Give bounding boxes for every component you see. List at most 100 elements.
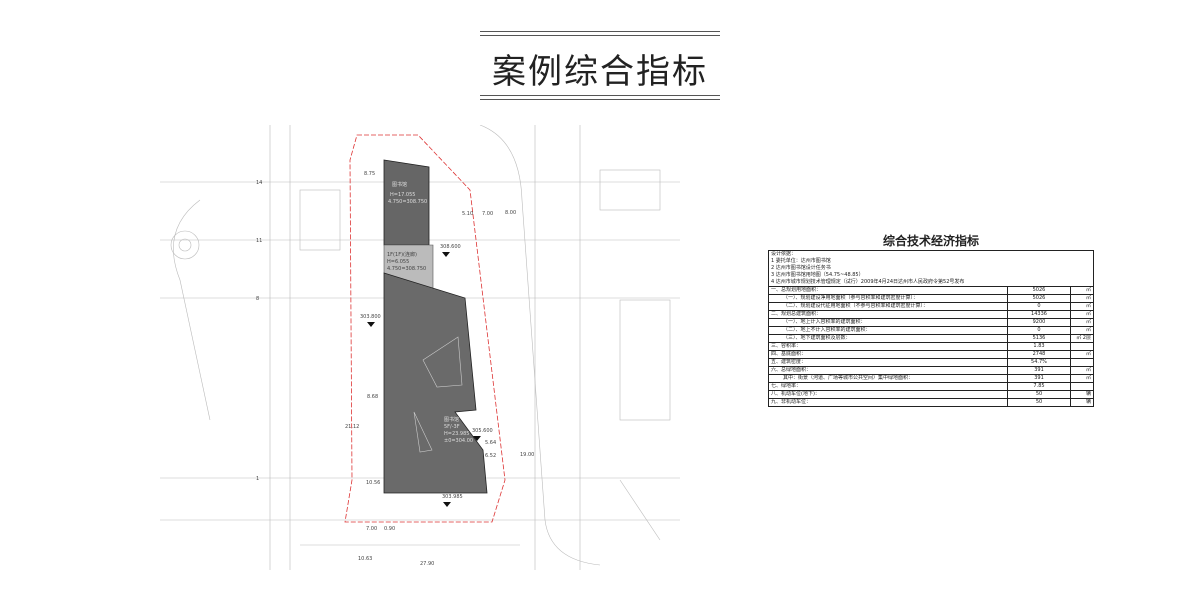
plan-label: 4.750=308.750 — [388, 199, 427, 205]
row-unit: ㎡ — [1070, 294, 1094, 303]
row-unit: ㎡ — [1070, 350, 1094, 359]
basis-text: 1 委托单位：达州市图书馆 — [771, 258, 831, 264]
plan-label: 图书馆 — [392, 181, 407, 188]
grid-lines — [160, 125, 680, 570]
plan-label: 5F/-3F — [444, 424, 460, 430]
row-unit: ㎡ 2层 — [1070, 334, 1094, 343]
row-unit: ㎡ — [1070, 286, 1094, 295]
building-block-c — [383, 272, 488, 494]
row-unit — [1070, 342, 1094, 351]
row-label: 九、非机动车位： — [768, 398, 1008, 407]
plan-label: 图书馆 — [444, 416, 459, 423]
row-value: 2748 — [1007, 350, 1071, 359]
basis-text: 3 达州市图书馆用地图（54.75~48.85） — [771, 272, 864, 278]
dimension-label: 8.00 — [505, 210, 516, 216]
site-plan: 图书馆 H=17.055 4.750=308.750 1F(1F)(连廊) H=… — [160, 125, 680, 570]
row-unit: ㎡ — [1070, 366, 1094, 375]
row-value: 1.83 — [1007, 342, 1071, 351]
row-value: 5026 — [1007, 294, 1071, 303]
row-label: 四、基底面积： — [768, 350, 1008, 359]
site-boundary — [344, 134, 506, 523]
triangle-court — [413, 411, 433, 453]
elevation-label: 308.600 — [440, 244, 461, 250]
title-rule-bottom — [480, 95, 720, 96]
dimension-label: 5.10 — [462, 211, 473, 217]
title-rule-top — [480, 31, 720, 32]
title-rule-bottom-2 — [480, 99, 720, 100]
row-value: 391 — [1007, 374, 1071, 383]
row-unit: ㎡ — [1070, 374, 1094, 383]
elevation-label: 305.600 — [472, 428, 493, 434]
atrium-hatch — [422, 336, 463, 388]
row-unit: 辆 — [1070, 398, 1094, 407]
plan-label: 4.750=308.750 — [387, 266, 426, 272]
row-value: 9200 — [1007, 318, 1071, 327]
row-value: 54.7% — [1007, 358, 1071, 367]
row-value: 5026 — [1007, 286, 1071, 295]
title-rule-top-2 — [480, 35, 720, 36]
dimension-label: 21.12 — [345, 424, 359, 430]
plan-label: H=6.055 — [387, 259, 409, 265]
dimension-label: 6.52 — [485, 453, 496, 459]
row-label: （一）、地上计入容积率的建筑面积： — [768, 318, 1008, 327]
dimension-label: 8.75 — [364, 171, 375, 177]
basis-row: 4 达州市城市规划技术管理规定（试行）2009年4月24日达州市人民政府令第52… — [769, 279, 1094, 287]
row-label: （三）、地下建筑面积及层数： — [768, 334, 1008, 343]
dimension-label: 0.90 — [384, 526, 395, 532]
row-unit: ㎡ — [1070, 318, 1094, 327]
axis-label: 1 — [256, 476, 259, 482]
basis-text: 4 达州市城市规划技术管理规定（试行）2009年4月24日达州市人民政府令第52… — [771, 279, 965, 285]
row-label: 五、建筑密度： — [768, 358, 1008, 367]
row-value: 5136 — [1007, 334, 1071, 343]
row-unit: ㎡ — [1070, 302, 1094, 311]
dimension-label: 10.56 — [366, 480, 380, 486]
plan-label: H=23.985 — [444, 431, 469, 437]
row-value: 50 — [1007, 398, 1071, 407]
plan-label: 1F(1F)(连廊) — [387, 251, 417, 258]
row-label: 其中：街景（河道、广场等城市公共空间）集中绿地面积： — [768, 374, 1008, 383]
table-row: 五、建筑密度：54.7% — [768, 358, 1094, 367]
row-label: 三、容积率： — [768, 342, 1008, 351]
basis-row: 2 达州市图书馆设计任务书 — [769, 265, 1094, 272]
row-unit — [1070, 358, 1094, 367]
row-value: 14336 — [1007, 310, 1071, 319]
dimension-label: 7.00 — [482, 211, 493, 217]
page-title: 案例综合指标 — [492, 52, 708, 92]
elevation-label: 303.800 — [360, 314, 381, 320]
axis-label: 8 — [256, 296, 259, 302]
dimension-label: 10.63 — [358, 556, 372, 562]
row-label: 八、机动车位(地下)： — [768, 390, 1008, 399]
row-label: （二）、地上不计入容积率的建筑面积： — [768, 326, 1008, 335]
row-label: （二）、规划建设代征用地面积（不参与容积率和建筑密度计算）： — [768, 302, 1008, 311]
dimension-label: 19.00 — [520, 452, 534, 458]
dimension-label: 8.68 — [367, 394, 378, 400]
row-value: 50 — [1007, 390, 1071, 399]
elevation-markers — [367, 252, 481, 507]
row-unit: ㎡ — [1070, 310, 1094, 319]
plan-label: H=17.055 — [390, 192, 415, 198]
dimension-label: 7.00 — [366, 526, 377, 532]
row-value: 0 — [1007, 302, 1071, 311]
axis-label: 11 — [256, 238, 262, 244]
row-label: 六、总绿地面积： — [768, 366, 1008, 375]
plan-label: ±0=304.00 — [444, 438, 473, 444]
elevation-label: 303.985 — [442, 494, 463, 500]
dimension-label: 27.90 — [420, 561, 434, 567]
row-value: 7.85 — [1007, 382, 1071, 391]
row-label: 七、绿地率： — [768, 382, 1008, 391]
basis-row: 设计依据： — [769, 251, 1094, 259]
basis-row: 3 达州市图书馆用地图（54.75~48.85） — [769, 272, 1094, 279]
row-value: 0 — [1007, 326, 1071, 335]
row-unit: ㎡ — [1070, 326, 1094, 335]
